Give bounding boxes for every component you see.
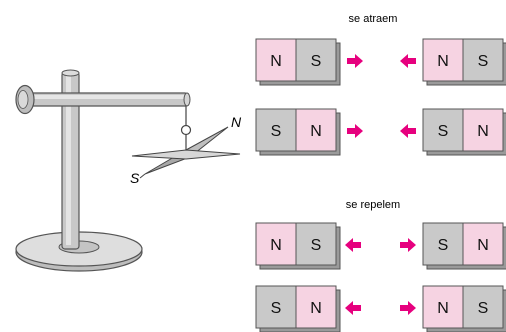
- north-pole: [422, 285, 464, 329]
- compass-south-label: S: [130, 170, 140, 186]
- north-pole: [295, 285, 337, 329]
- stand-icon: [15, 69, 192, 272]
- south-pole: [462, 285, 504, 329]
- north-pole: [255, 38, 297, 82]
- arrow-left-icon: [345, 301, 361, 315]
- south-pole: [295, 38, 337, 82]
- arrow-right-icon: [347, 124, 363, 138]
- south-pole: [462, 38, 504, 82]
- north-pole: [462, 108, 504, 152]
- pole-label: S: [271, 300, 282, 317]
- pole-label: S: [311, 237, 322, 254]
- pole-label: N: [437, 53, 449, 70]
- pole-label: S: [478, 53, 489, 70]
- pole-label: S: [478, 300, 489, 317]
- arrow-right-icon: [400, 301, 416, 315]
- pole-label: S: [438, 237, 449, 254]
- pole-label: N: [477, 123, 489, 140]
- south-pole: [422, 108, 464, 152]
- north-pole: [462, 222, 504, 266]
- pole-label: N: [310, 123, 322, 140]
- pole-label: N: [270, 237, 282, 254]
- arrow-left-icon: [400, 124, 416, 138]
- pole-label: S: [311, 53, 322, 70]
- arrow-left-icon: [345, 238, 361, 252]
- repel-caption: se repelem: [346, 199, 400, 211]
- pole-label: S: [271, 123, 282, 140]
- pole-label: N: [477, 237, 489, 254]
- arrow-right-icon: [400, 238, 416, 252]
- compass-needle-icon: [131, 126, 241, 179]
- pole-label: N: [310, 300, 322, 317]
- attract-caption: se atraem: [349, 13, 398, 25]
- pole-label: N: [437, 300, 449, 317]
- compass-north-label: N: [231, 114, 242, 130]
- arrow-left-icon: [400, 54, 416, 68]
- south-pole: [255, 108, 297, 152]
- south-pole: [295, 222, 337, 266]
- arrow-right-icon: [347, 54, 363, 68]
- pole-label: S: [438, 123, 449, 140]
- north-pole: [295, 108, 337, 152]
- pole-label: N: [270, 53, 282, 70]
